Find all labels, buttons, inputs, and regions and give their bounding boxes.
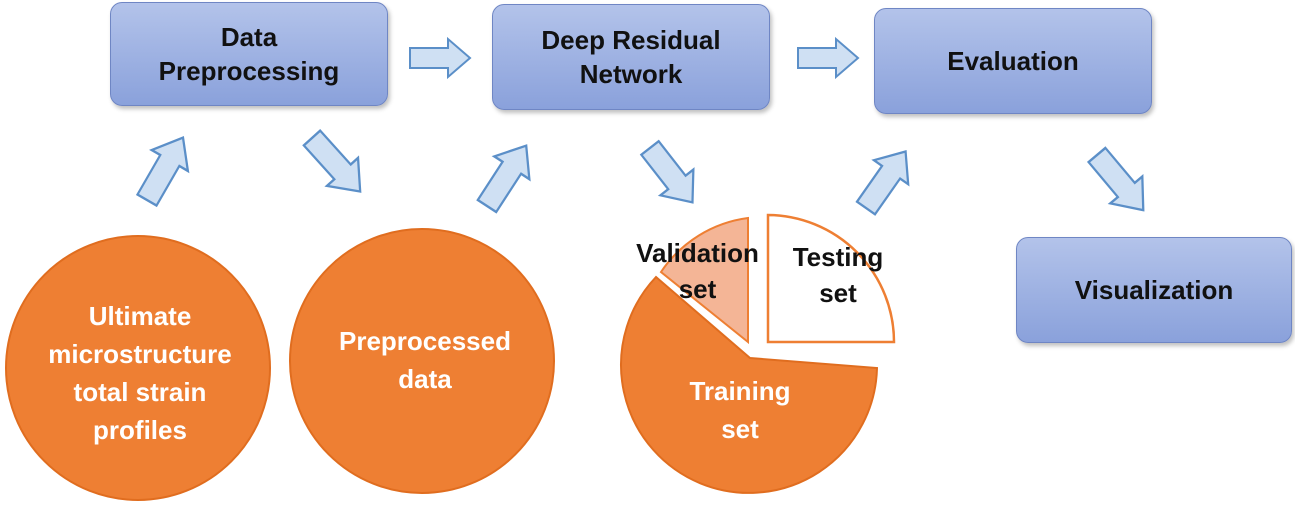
validation-line2: set [678,274,717,304]
arrow-ultimate-to-prep [127,126,203,212]
arrow-prep-to-preprocessed [295,122,377,207]
ultimate-line1: Ultimate [88,301,192,331]
visualization-label: Visualization [1074,275,1234,305]
arrow-preprocessed-to-net [468,133,545,219]
circle-ultimate-profiles [5,235,271,501]
data-preprocessing-box: Data Preprocessing [110,2,388,106]
preprocessed-line1: Preprocessed [339,326,511,356]
ultimate-line3: total strain [73,377,207,407]
testing-line2: set [819,278,857,308]
preprocessed-line2: data [398,364,452,394]
arrow-eval-to-vis [1079,140,1161,225]
ultimate-line4: profiles [93,415,187,445]
ultimate-profiles-label: Ultimate microstructure total strain pro… [15,268,265,478]
validation-line1: Validation [636,238,759,268]
evaluation-box: Evaluation [874,8,1152,114]
pie-slice-validation [659,216,749,345]
training-line1: Training [689,376,791,406]
pie-slice-training [620,275,879,494]
visualization-box: Visualization [1016,237,1292,343]
validation-set-label: Validation set [620,235,775,307]
arrow-net-to-eval [797,38,859,78]
ultimate-line2: microstructure [48,339,232,369]
testing-line1: Testing [792,242,884,272]
pie-slice-testing [766,213,896,344]
arrow-split-to-eval [847,138,924,222]
evaluation-label: Evaluation [947,46,1079,76]
circle-preprocessed-data [289,228,555,494]
deep-residual-network-box: Deep Residual Network [492,4,770,110]
testing-set-label: Testing set [776,239,900,311]
preprocessed-data-label: Preprocessed data [305,310,545,410]
deep-residual-network-line2: Network [579,59,683,89]
data-preprocessing-line2: Preprocessing [158,56,340,86]
deep-residual-network-line1: Deep Residual [541,25,721,55]
arrow-net-to-split [632,134,711,217]
training-line2: set [721,414,759,444]
arrow-prep-to-net [409,38,471,78]
training-set-label: Training set [640,370,840,450]
data-preprocessing-line1: Data [220,22,278,52]
